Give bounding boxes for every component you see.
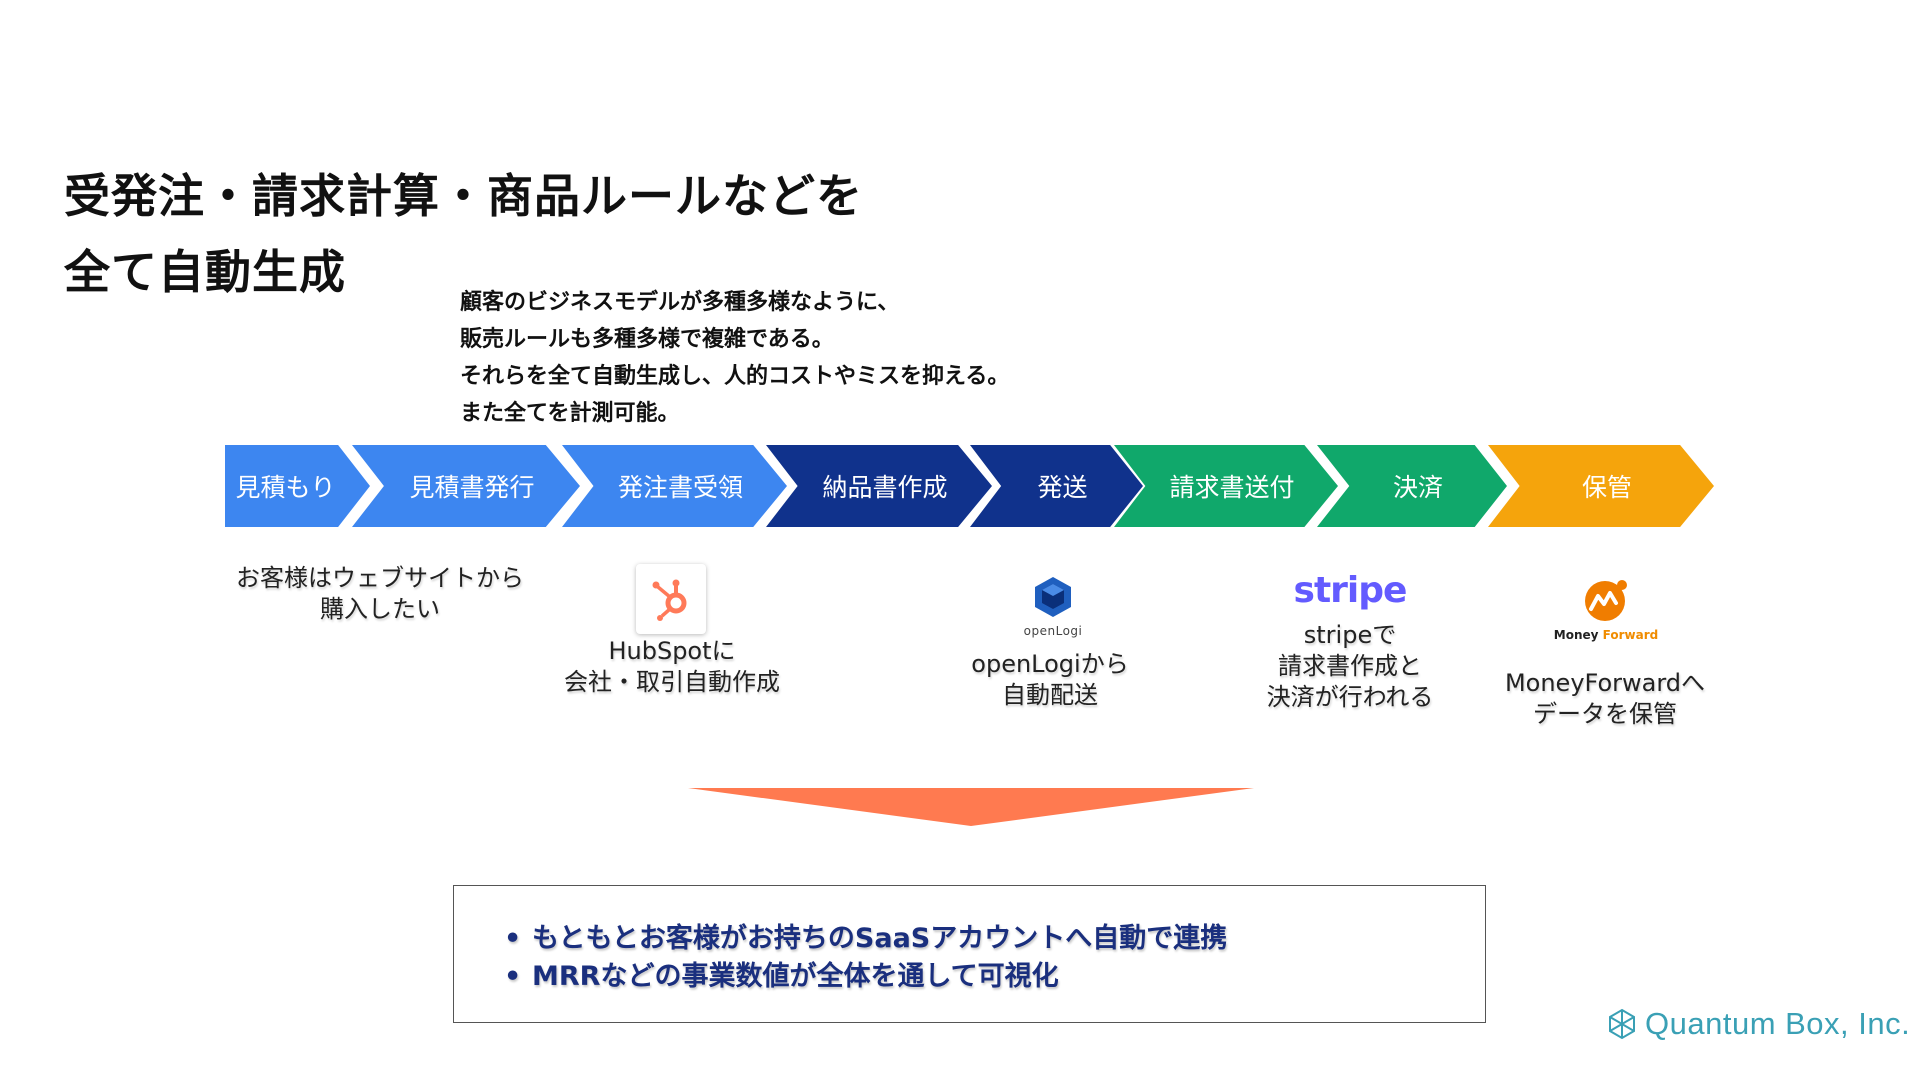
moneyforward-word-1: Money <box>1553 628 1599 642</box>
description-line: 販売ルールも多種多様で複雑である。 <box>460 327 834 352</box>
step-label: 納品書作成 <box>822 473 948 502</box>
title-line-2: 全て自動生成 <box>64 245 346 299</box>
step-label: 請求書送付 <box>1169 473 1295 502</box>
caption-line: データを保管 <box>1533 700 1677 728</box>
caption-openlogi: openLogiから 自動配送 <box>940 649 1160 711</box>
step-invoice-send: 請求書送付 <box>1114 445 1338 527</box>
summary-list: • もともとお客様がお持ちのSaaSアカウントへ自動で連携 • MRRなどの事業… <box>502 920 1227 996</box>
step-delivery-note: 納品書作成 <box>766 445 992 527</box>
caption-line: openLogiから <box>971 650 1129 678</box>
openlogi-logo: openLogi <box>1008 576 1098 640</box>
quantum-box-icon <box>1609 1008 1635 1040</box>
moneyforward-word-2: Forward <box>1602 628 1659 642</box>
step-label: 保管 <box>1581 473 1632 502</box>
caption-customer: お客様はウェブサイトから 購入したい <box>220 563 540 625</box>
caption-line: 購入したい <box>320 595 440 623</box>
caption-stripe: stripeで 請求書作成と 決済が行われる <box>1230 620 1470 713</box>
summary-item: • もともとお客様がお持ちのSaaSアカウントへ自動で連携 <box>502 920 1227 958</box>
stripe-logo: stripe <box>1290 566 1410 616</box>
description-line: また全てを計測可能。 <box>460 401 680 426</box>
moneyforward-icon <box>1585 580 1627 621</box>
description-line: それらを全て自動生成し、人的コストやミスを抑える。 <box>460 364 1010 389</box>
description-line: 顧客のビジネスモデルが多種多様なように、 <box>460 290 900 315</box>
step-estimate: 見積もり <box>225 445 370 527</box>
step-payment: 決済 <box>1317 445 1507 527</box>
caption-moneyforward: MoneyForwardへ データを保管 <box>1480 668 1730 730</box>
summary-item-text: もともとお客様がお持ちのSaaSアカウントへ自動で連携 <box>532 923 1228 954</box>
company-name: Quantum Box, Inc. <box>1645 1006 1911 1041</box>
summary-item: • MRRなどの事業数値が全体を通して可視化 <box>502 958 1227 996</box>
caption-line: 自動配送 <box>1002 681 1098 709</box>
caption-line: MoneyForwardへ <box>1504 669 1706 697</box>
caption-hubspot: HubSpotに 会社・取引自動作成 <box>540 636 804 698</box>
step-storage: 保管 <box>1488 445 1714 527</box>
moneyforward-logo: Money Forward <box>1536 576 1676 642</box>
step-label: 見積もり <box>235 473 336 502</box>
bullet-dot: • <box>504 961 522 992</box>
caption-line: HubSpotに <box>608 637 736 665</box>
bullet-dot: • <box>504 923 522 954</box>
step-label: 発注書受領 <box>617 473 743 502</box>
summary-item-text: MRRなどの事業数値が全体を通して可視化 <box>532 961 1059 992</box>
caption-line: 決済が行われる <box>1266 683 1434 711</box>
moneyforward-wordmark: Money Forward <box>1536 628 1676 642</box>
openlogi-cube-icon <box>1035 577 1071 617</box>
step-label: 見積書発行 <box>409 473 535 502</box>
title-line-1: 受発注・請求計算・商品ルールなどを <box>64 169 863 223</box>
caption-line: 会社・取引自動作成 <box>564 668 780 696</box>
openlogi-wordmark: openLogi <box>1023 624 1083 638</box>
step-estimate-issue: 見積書発行 <box>352 445 580 527</box>
down-arrow-icon <box>688 788 1254 826</box>
caption-line: stripeで <box>1303 621 1397 649</box>
step-label: 発送 <box>1037 473 1088 502</box>
step-order-receipt: 発注書受領 <box>562 445 787 527</box>
step-shipping: 発送 <box>970 445 1143 527</box>
caption-line: 請求書作成と <box>1278 652 1422 680</box>
caption-line: お客様はウェブサイトから <box>236 564 524 592</box>
description: 顧客のビジネスモデルが多種多様なように、 販売ルールも多種多様で複雑である。 そ… <box>460 284 1009 432</box>
slide-title: 受発注・請求計算・商品ルールなどを 全て自動生成 <box>64 158 863 310</box>
hubspot-sprocket-icon <box>636 564 706 634</box>
hubspot-svg <box>652 579 687 621</box>
company-logo: Quantum Box, Inc. <box>1605 1004 1910 1044</box>
step-label: 決済 <box>1392 473 1443 502</box>
summary-box: • もともとお客様がお持ちのSaaSアカウントへ自動で連携 • MRRなどの事業… <box>453 885 1486 1023</box>
stripe-wordmark: stripe <box>1293 570 1408 611</box>
